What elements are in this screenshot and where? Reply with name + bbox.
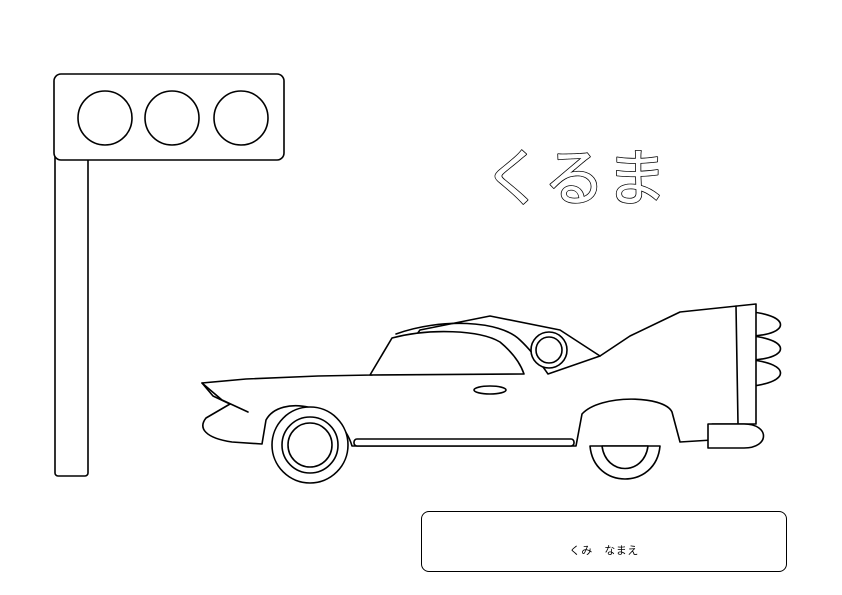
page-title: くるま <box>483 142 668 215</box>
car-porthole-inner <box>535 336 563 364</box>
car-rear-wheel <box>589 445 661 480</box>
traffic-light-lamp-left <box>77 90 133 146</box>
traffic-light-lamp-middle <box>144 90 200 146</box>
traffic-light-lamp-right <box>213 90 269 146</box>
car-tail-lights <box>751 311 782 387</box>
car-rear-fin <box>735 305 739 425</box>
car-window <box>369 330 525 376</box>
name-field-label: くみ なまえ <box>569 544 639 557</box>
car-roof-line <box>395 322 601 375</box>
traffic-light <box>53 73 285 477</box>
car-side-trim <box>353 438 575 447</box>
name-field-box[interactable]: くみ なまえ <box>421 511 787 572</box>
car-front-wheel <box>271 406 349 484</box>
car-exhaust <box>707 423 765 449</box>
car-front-fin <box>201 382 249 413</box>
traffic-light-pole <box>54 149 89 477</box>
car-illustration <box>201 303 782 484</box>
car-door-handle <box>473 385 507 395</box>
